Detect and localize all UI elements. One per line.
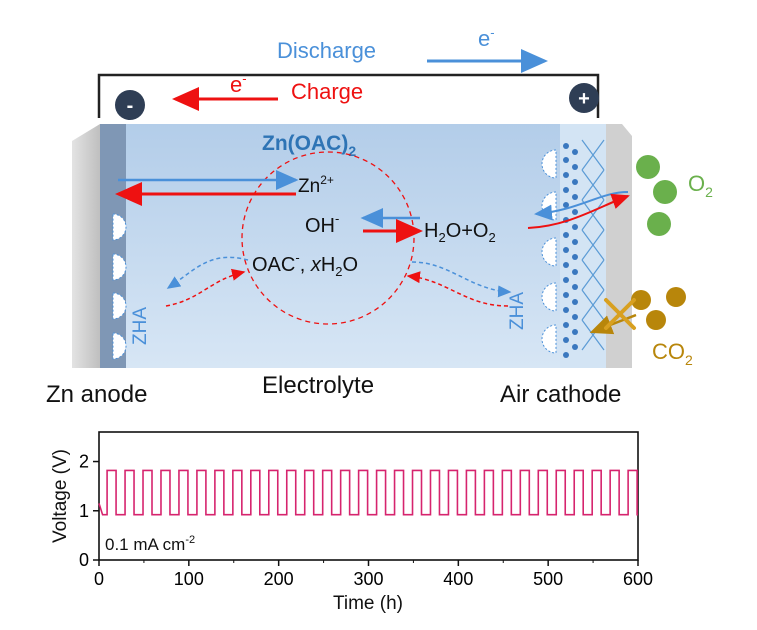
oxygen-molecules [636,155,677,236]
discharge-indicator: Discharge e- [277,25,548,73]
y-tick-label: 1 [79,501,89,521]
zha-left-formation-arrow [166,256,249,289]
anode-surface [100,124,126,368]
acetate-water-label: OAC-, xH2O [252,250,358,279]
anode-zha-deposits [112,213,127,360]
positive-terminal: + [569,83,599,113]
y-axis-label: Voltage (V) [50,449,71,543]
hydroxide-label: OH- [305,211,339,237]
charge-electron-label: e- [230,71,247,97]
x-tick-label: 200 [264,569,294,589]
zha-left-dissolution-arrow [165,268,246,307]
water-oxygen-label: H2O+O2 [424,220,496,245]
x-tick-label: 500 [533,569,563,589]
cathode-particles [563,143,578,358]
anode-caption: Zn anode [46,381,147,408]
svg-text:+: + [578,88,590,110]
charge-indicator: e- Charge [172,71,363,111]
x-tick-label: 0 [94,569,104,589]
zha-right-dissolution-arrow [406,271,509,307]
x-tick-label: 300 [353,569,383,589]
x-axis-label: Time (h) [333,593,403,614]
co2-blocked-arrow [589,313,637,335]
discharge-electron-label: e- [478,25,495,51]
co2-block-cross-icon [604,298,636,330]
x-tick-label: 100 [174,569,204,589]
y-tick-label: 0 [79,550,89,570]
discharge-label: Discharge [277,38,376,63]
svg-text:-: - [127,95,134,117]
voltage-series-line [98,469,638,516]
x-tick-label: 400 [443,569,473,589]
x-tick-label: 600 [623,569,653,589]
y-tick-label: 2 [79,452,89,472]
current-density-annotation: 0.1 mA cm-2 [105,534,195,554]
cathode-zha-deposits [541,149,557,354]
electrolyte-region [104,124,619,368]
electrolyte-caption: Electrolyte [262,372,374,399]
zha-right-formation-arrow [411,261,512,298]
cathode-mesh [581,139,605,351]
zinc-anode-plate [72,124,100,368]
oxygen-out-arrow [527,193,630,229]
co2-gas-label: CO2 [652,339,693,368]
negative-terminal: - [115,90,145,120]
x-axis-ticks: 0 100 200 300 400 500 600 [94,560,653,589]
co2-molecules [631,287,686,330]
cathode-caption: Air cathode [500,381,621,408]
y-axis-ticks: 0 1 2 [79,452,99,570]
oxygen-gas-label: O2 [688,171,713,200]
voltage-chart: 0 100 200 300 400 500 600 0 1 2 0.1 mA cm-2 Time… [50,431,653,614]
cathode-current-collector [606,124,632,368]
zha-cathode-label: ZHA [507,292,528,330]
charge-label: Charge [291,79,363,104]
zha-anode-label: ZHA [130,307,151,345]
oxygen-in-arrow [534,191,629,221]
zinc-ion-label: Zn2+ [298,173,334,197]
electrolyte-salt-label: Zn(OAC)2 [262,132,356,159]
